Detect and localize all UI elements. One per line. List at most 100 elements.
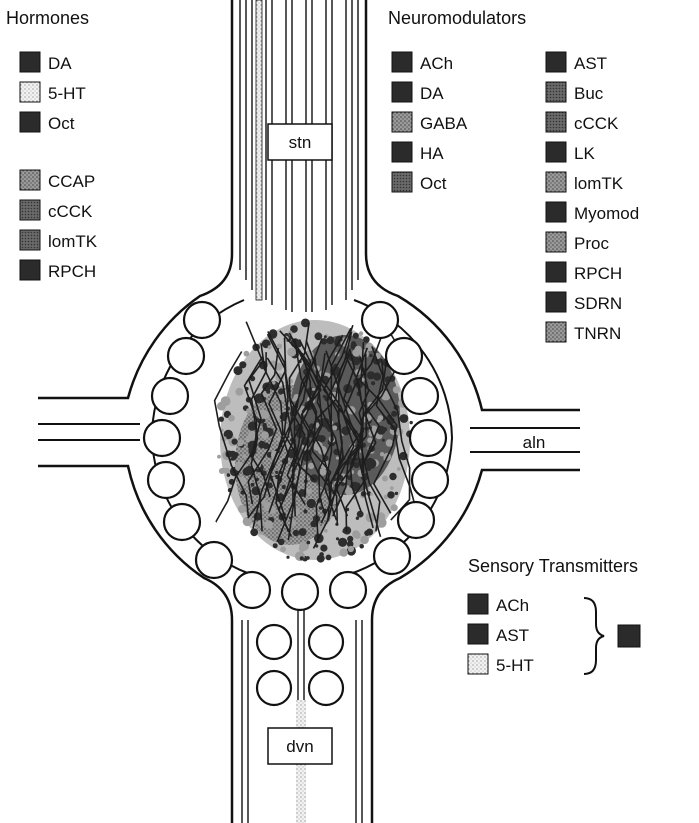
- soma: [234, 572, 270, 608]
- neuropil-varicosity: [250, 528, 258, 536]
- soma: [196, 542, 232, 578]
- legend-item: RPCH: [20, 260, 96, 281]
- soma: [257, 671, 291, 705]
- swatch: [546, 262, 566, 282]
- somata-left: [144, 302, 232, 578]
- swatch: [546, 202, 566, 222]
- legend-item: Buc: [546, 82, 604, 103]
- neuropil-varicosity: [268, 345, 272, 349]
- neuropil-varicosity: [306, 556, 310, 560]
- neuropil-varicosity: [371, 381, 375, 385]
- swatch: [392, 52, 412, 72]
- neuropil-varicosity: [293, 530, 299, 536]
- stn-label: stn: [289, 133, 312, 152]
- legend-label: ACh: [420, 54, 453, 73]
- soma: [309, 625, 343, 659]
- neuropil-varicosity: [275, 471, 278, 474]
- neuropil-varicosity: [351, 341, 356, 346]
- neuropil-varicosity: [246, 408, 251, 413]
- aln-label: aln: [523, 433, 546, 452]
- swatch: [546, 112, 566, 132]
- soma: [362, 302, 398, 338]
- neuropil-varicosity: [263, 343, 267, 347]
- neuropil-varicosity: [299, 545, 306, 552]
- neuropil-varicosity: [397, 467, 401, 471]
- swatch: [20, 260, 40, 280]
- neuropil-varicosity: [251, 483, 255, 487]
- legend-item: lomTK: [546, 172, 624, 193]
- stn-label-box: stn: [268, 124, 332, 160]
- soma: [144, 420, 180, 456]
- somata-bottom: [234, 572, 366, 610]
- legend-item: Myomod: [546, 202, 639, 223]
- neuropil-varicosity: [237, 440, 244, 447]
- neuropil-varicosity: [258, 441, 266, 449]
- swatch: [392, 82, 412, 102]
- neuropil-varicosity: [324, 529, 328, 533]
- neuropil-varicosity: [300, 556, 304, 560]
- soma: [164, 504, 200, 540]
- swatch: [546, 52, 566, 72]
- neuropil-varicosity: [395, 492, 398, 495]
- neuropil-varicosity: [227, 473, 231, 477]
- legend-item: Proc: [546, 232, 609, 253]
- neuropil-varicosity: [391, 411, 397, 417]
- swatch: [20, 112, 40, 132]
- neuropil-varicosity: [234, 366, 243, 375]
- neuropil-varicosity: [292, 398, 296, 402]
- neuropil-varicosity: [378, 415, 384, 421]
- neuropil-varicosity: [332, 425, 337, 430]
- neuropil-varicosity: [263, 426, 268, 431]
- neuropil-varicosity: [312, 388, 315, 391]
- neuropil-varicosity: [307, 499, 316, 508]
- swatch: [392, 112, 412, 132]
- neuropil-varicosity: [221, 396, 231, 406]
- legend-label: cCCK: [48, 202, 93, 221]
- neuropil-varicosity: [410, 421, 413, 424]
- neuropil-varicosity: [336, 537, 339, 540]
- legend-label: Proc: [574, 234, 609, 253]
- neuropil-varicosity: [387, 491, 394, 498]
- swatch: [468, 624, 488, 644]
- swatch: [468, 654, 488, 674]
- neuropil-varicosity: [243, 467, 252, 476]
- legend-label: SDRN: [574, 294, 622, 313]
- neuropil-varicosity: [338, 538, 347, 547]
- neuropil-varicosity: [307, 489, 312, 494]
- neuropil-varicosity: [317, 555, 325, 563]
- legend-item: DA: [392, 82, 444, 103]
- neuropil-varicosity: [282, 485, 286, 489]
- neuropil-varicosity: [243, 454, 247, 458]
- legend-label: 5-HT: [48, 84, 86, 103]
- neuropil-varicosity: [222, 468, 226, 472]
- legend-item: CCAP: [20, 170, 95, 191]
- legend-label: GABA: [420, 114, 468, 133]
- neuropil-varicosity: [219, 417, 224, 422]
- neuropil-varicosity: [353, 333, 359, 339]
- swatch: [546, 232, 566, 252]
- legend-item: 5-HT: [468, 654, 534, 675]
- neuropil-varicosity: [382, 476, 388, 482]
- neuropil-varicosity: [235, 388, 243, 396]
- soma: [330, 572, 366, 608]
- neuropil-varicosity: [299, 528, 307, 536]
- legend-item: AST: [468, 624, 529, 645]
- legend-item: LK: [546, 142, 595, 163]
- legend-item: GABA: [392, 112, 468, 133]
- legend-title: Hormones: [6, 8, 89, 28]
- neuropil-varicosity: [310, 474, 318, 482]
- neuropil-varicosity: [348, 546, 354, 552]
- legend-title: Sensory Transmitters: [468, 556, 638, 576]
- legend-label: Myomod: [574, 204, 639, 223]
- brace: [584, 598, 604, 674]
- swatch: [20, 200, 40, 220]
- combined-swatch: [618, 625, 640, 647]
- legend-neuromodulators: NeuromodulatorsAChDAGABAHAOctASTBuccCCKL…: [388, 8, 639, 343]
- swatch: [20, 230, 40, 250]
- legend-item: TNRN: [546, 322, 621, 343]
- legend-item: Oct: [20, 112, 75, 133]
- legend-item: AST: [546, 52, 607, 73]
- neuropil-varicosity: [264, 520, 273, 529]
- neuropil-varicosity: [389, 473, 396, 480]
